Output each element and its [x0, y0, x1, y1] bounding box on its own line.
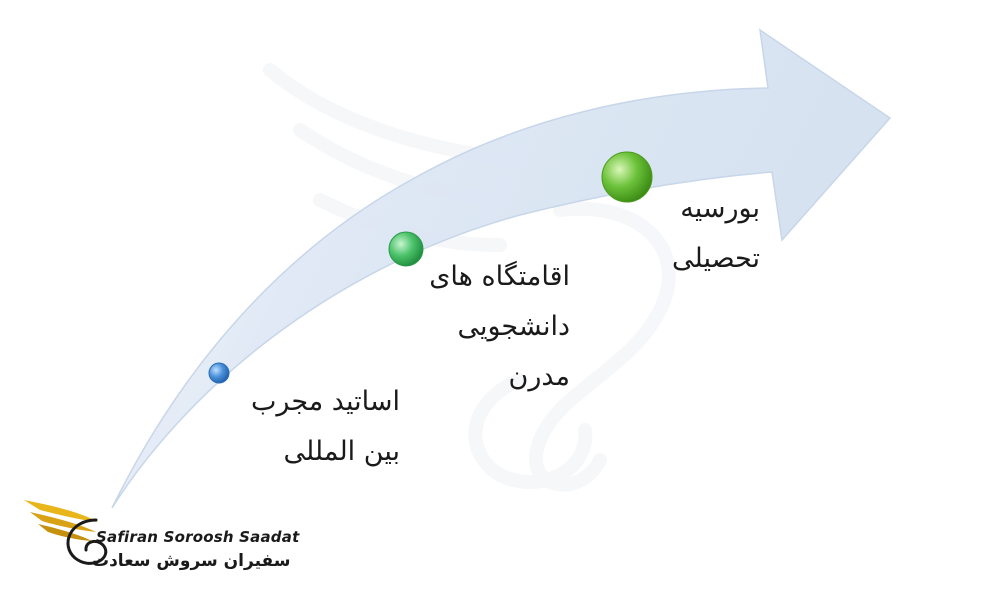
step-1-line-2: بین المللی	[283, 436, 400, 467]
logo-latin-text: Safiran Soroosh Saadat	[96, 528, 300, 546]
arrow-shape	[111, 28, 892, 509]
step-3-line-2: تحصیلی	[672, 243, 760, 274]
step-3-dot-icon	[601, 151, 653, 203]
logo-swirl-icon	[66, 518, 108, 565]
logo-wing-icon	[24, 500, 98, 541]
step-1-dot-icon	[208, 362, 230, 384]
step-2-dot-icon	[388, 231, 424, 267]
step-3-label: بورسیه تحصیلی	[640, 184, 760, 284]
step-2-line-2: دانشجویی	[457, 311, 570, 342]
step-2-line-1: اقامتگاه های	[429, 261, 570, 292]
step-2-label: اقامتگاه های دانشجویی مدرن	[410, 252, 570, 402]
logo-persian-text: سفیران سروش سعادت	[92, 551, 291, 571]
step-3-line-1: بورسیه	[680, 193, 760, 224]
step-2-line-3: مدرن	[508, 361, 570, 392]
step-1-line-1: اساتید مجرب	[251, 386, 400, 417]
step-1-label: اساتید مجرب بین المللی	[210, 377, 400, 477]
